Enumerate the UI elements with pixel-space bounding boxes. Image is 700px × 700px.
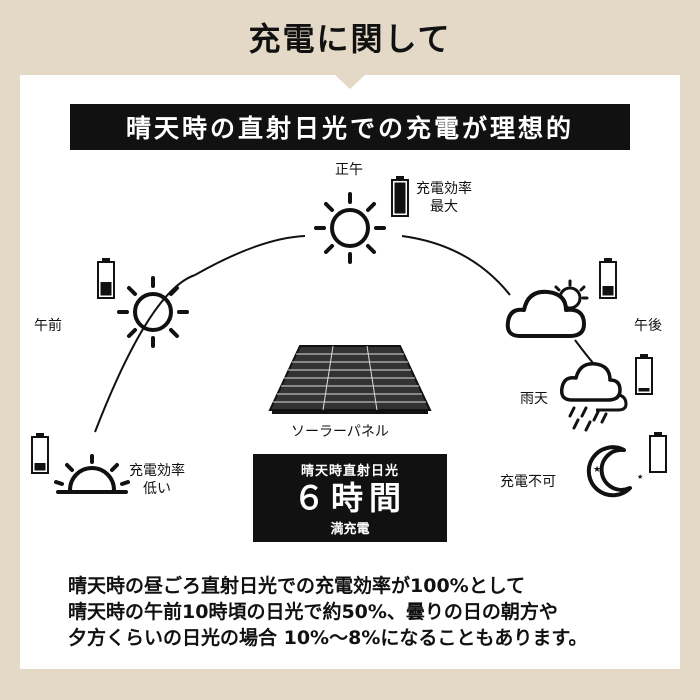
sunrise-icon — [54, 454, 130, 494]
morning-sun-icon — [117, 276, 189, 348]
svg-text:★: ★ — [593, 465, 601, 475]
battery-icon-night — [649, 432, 667, 473]
full-charge-box: 晴天時直射日光 ６時間 満充電 — [253, 454, 447, 542]
full-charge-label: 満充電 — [330, 522, 370, 537]
battery-icon-rain — [635, 354, 653, 395]
noon-efficiency-line2: 最大 — [430, 199, 458, 215]
sunrise-efficiency-line1: 充電効率 — [129, 463, 185, 479]
sun-path-arc-top — [194, 235, 306, 276]
sun-path-arc-right — [401, 235, 511, 296]
noon-efficiency-note: 充電効率 最大 — [416, 180, 472, 216]
rain-label: 雨天 — [520, 391, 548, 407]
noon-efficiency-line1: 充電効率 — [416, 181, 472, 197]
battery-icon-sunrise — [31, 433, 49, 474]
note-line-1: 晴天時の昼ごろ直射日光での充電効率が100%として — [68, 575, 526, 597]
battery-icon-afternoon — [599, 258, 617, 299]
moon-icon: ★ ★ — [586, 445, 643, 498]
noon-sun-icon — [314, 192, 386, 264]
morning-label: 午前 — [34, 318, 62, 334]
note-line-3: 夕方くらいの日光の場合 10%〜8%になることもあります。 — [68, 627, 588, 649]
sunrise-efficiency-line2: 低い — [143, 481, 171, 497]
note-line-2: 晴天時の午前10時頃の日光で約50%、曇りの日の朝方や — [68, 601, 558, 623]
sun-path-arc-lower-right — [574, 339, 596, 366]
explanation-note: 晴天時の昼ごろ直射日光での充電効率が100%として 晴天時の午前10時頃の日光で… — [68, 573, 668, 651]
page-title: 充電に関して — [248, 20, 452, 58]
afternoon-label: 午後 — [634, 318, 662, 334]
noon-label: 正午 — [335, 162, 363, 178]
rain-cloud-icon — [559, 362, 628, 432]
card-notch — [335, 75, 365, 89]
headline-banner: 晴天時の直射日光での充電が理想的 — [70, 104, 630, 150]
full-charge-hours: ６時間 — [292, 479, 407, 517]
battery-icon-morning — [97, 258, 115, 299]
cloudy-sun-icon — [505, 279, 589, 338]
sunrise-efficiency-note: 充電効率 低い — [129, 462, 185, 498]
svg-text:★: ★ — [637, 473, 643, 481]
solar-panel-label: ソーラーパネル — [291, 424, 389, 440]
solar-panel-icon — [268, 345, 432, 414]
night-label: 充電不可 — [500, 474, 556, 490]
sun-path-arc — [94, 274, 196, 433]
full-charge-condition: 晴天時直射日光 — [300, 464, 399, 479]
battery-icon-noon — [391, 176, 409, 217]
